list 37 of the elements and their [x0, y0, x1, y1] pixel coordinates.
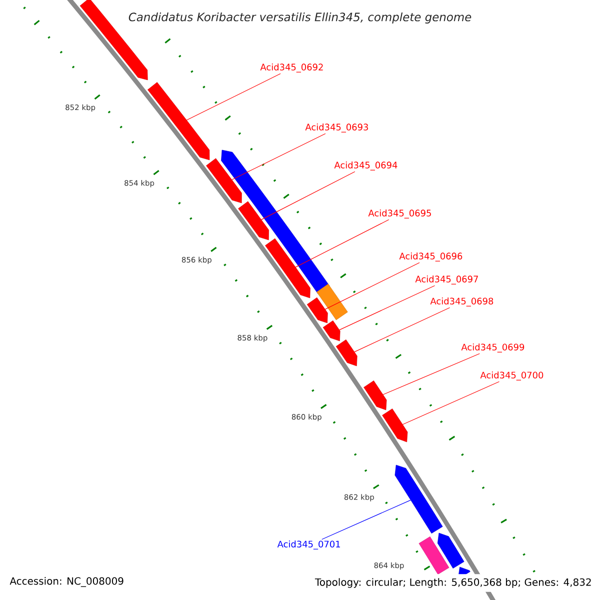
gene-feature: [437, 532, 464, 569]
gene-feature: [394, 464, 443, 534]
leader-line: [324, 262, 420, 310]
gene-label: Acid345_0693: [305, 124, 368, 132]
gene-feature: [206, 158, 242, 204]
gene-label: Acid345_0692: [260, 64, 323, 72]
gene-label: Acid345_0696: [399, 252, 462, 262]
leader-line: [402, 381, 500, 425]
gene-label: Acid345_0698: [430, 298, 494, 306]
gene-label: Acid345_0694: [334, 162, 398, 170]
gene-block: [418, 536, 450, 575]
leader-line: [382, 353, 480, 395]
accession-text: Accession: NC_008009: [10, 577, 124, 587]
gene-feature: [336, 339, 358, 366]
gene-feature: [322, 320, 340, 342]
gene-label: Acid345_0695: [368, 210, 431, 218]
leader-line: [295, 219, 390, 268]
gene-block: [316, 284, 348, 320]
gene-feature: [238, 201, 269, 240]
gene-label: Acid345_0701: [277, 540, 340, 550]
gene-feature: [382, 408, 408, 442]
gene-feature: [221, 150, 330, 294]
gene-feature: [265, 238, 310, 298]
leader-line: [186, 73, 281, 120]
gene-feature: [306, 297, 328, 324]
leader-line: [261, 171, 356, 220]
leader-line: [322, 500, 411, 540]
leader-line: [354, 307, 450, 352]
gene-feature: [148, 82, 210, 160]
gene-label: Acid345_0700: [480, 372, 544, 380]
gene-feature: [364, 380, 387, 410]
gene-label: Acid345_0697: [415, 276, 478, 284]
genome-info-text: Topology: circular; Length: 5,650,368 bp; Genes: 4,832: [310, 574, 596, 592]
gene-label: Acid345_0699: [461, 344, 524, 352]
title: Candidatus Koribacter versatilis Ellin345, complete genome: [122, 8, 478, 28]
leader-line: [232, 133, 326, 180]
leader-line: [339, 285, 436, 330]
